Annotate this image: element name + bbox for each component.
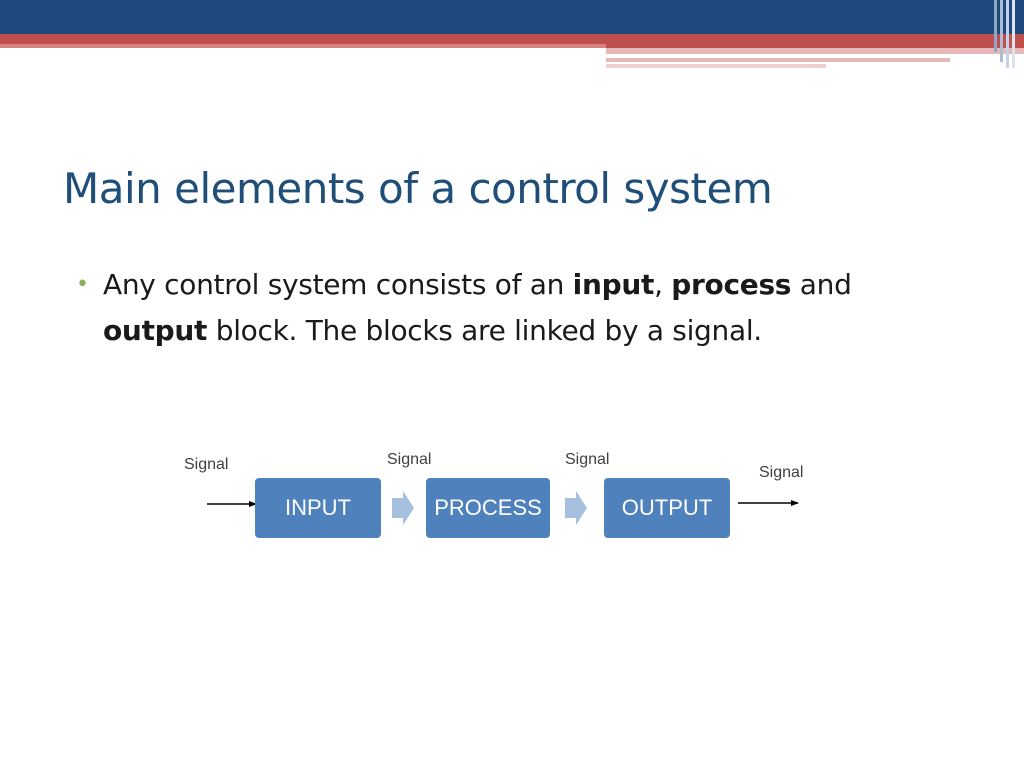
bullet-list: • Any control system consists of an input… <box>76 262 976 354</box>
signal-label-output: Signal <box>759 464 803 481</box>
bullet-text-seg-7: block. The blocks are linked by a signal… <box>207 314 763 347</box>
header-stripe-2 <box>1000 0 1003 62</box>
slide-title: Main elements of a control system <box>63 164 773 213</box>
process-block-label: PROCESS <box>434 495 542 520</box>
signal-label-1: Signal <box>387 451 431 468</box>
header-decoration <box>0 0 1024 68</box>
input-block <box>255 478 381 538</box>
header-pink-bar-1 <box>606 48 1024 54</box>
bullet-item: • Any control system consists of an input… <box>76 262 976 354</box>
bullet-text-input: input <box>572 268 655 301</box>
bullet-text-seg-3: , <box>654 268 672 301</box>
signal-label-2: Signal <box>565 451 609 468</box>
connector-arrow-1 <box>392 491 414 525</box>
header-stripe-1 <box>994 0 997 52</box>
output-block-label: OUTPUT <box>622 495 712 520</box>
header-navy-bar <box>0 0 1024 34</box>
header-pink-bar-3 <box>606 64 826 68</box>
input-block-label: INPUT <box>285 495 351 520</box>
header-stripe-4 <box>1012 0 1015 68</box>
header-stripe-3 <box>1006 0 1009 68</box>
connector-arrow-2 <box>565 491 587 525</box>
header-red-shade <box>0 44 606 48</box>
header-pink-bar-2 <box>606 58 950 62</box>
bullet-dot-icon: • <box>76 272 89 297</box>
bullet-text-output: output <box>103 314 208 347</box>
bullet-text-seg-5: and <box>791 268 852 301</box>
process-block <box>426 478 550 538</box>
signal-label-input: Signal <box>184 456 228 473</box>
bullet-text-seg-1: Any control system consists of an <box>103 268 573 301</box>
bullet-text-process: process <box>671 268 792 301</box>
output-block <box>604 478 730 538</box>
